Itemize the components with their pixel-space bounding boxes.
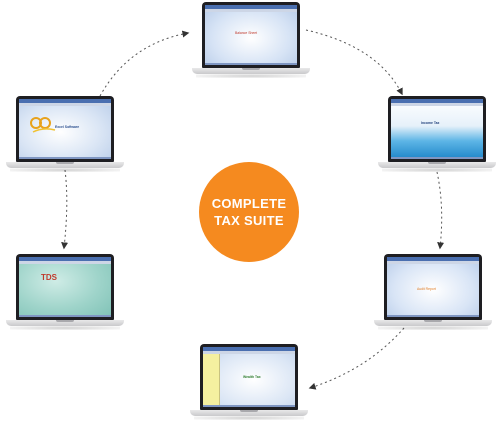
arrow-right-bottom-to-bottom <box>308 327 405 390</box>
laptop-left-top: Excel Software <box>6 96 124 174</box>
arrow-top-to-right-top <box>305 29 403 96</box>
arrow-left-top-to-top <box>99 30 190 97</box>
laptop-right-top: Income Tax <box>378 96 496 174</box>
laptop-right-bottom: Audit Report <box>374 254 492 332</box>
laptop-screen: Income Tax <box>391 99 483 159</box>
laptop-left-bottom: TDS <box>6 254 124 332</box>
laptop-bottom: Wealth Tax <box>190 344 308 422</box>
laptop-screen: Audit Report <box>387 257 479 317</box>
screen-label: Wealth Tax <box>243 375 261 379</box>
screen-sidebar <box>203 354 220 407</box>
laptop-screen: Excel Software <box>19 99 111 159</box>
screen-label: Income Tax <box>421 121 440 125</box>
app-logo-icon <box>30 117 56 133</box>
complete-tax-suite-badge: COMPLETE TAX SUITE <box>199 162 299 262</box>
laptop-screen: TDS <box>19 257 111 317</box>
laptop-screen: Balance Sheet <box>205 5 297 65</box>
screen-label: Audit Report <box>417 287 436 291</box>
laptop-top: Balance Sheet <box>192 2 310 80</box>
screen-label: Excel Software <box>55 125 80 129</box>
badge-line-1: COMPLETE <box>211 196 287 211</box>
badge-line-2: TAX SUITE <box>214 213 284 228</box>
screen-label: Balance Sheet <box>235 31 258 35</box>
arrow-left-top-to-left-bottom <box>61 169 69 250</box>
screen-label: TDS <box>41 273 57 282</box>
arrow-right-top-to-right-bottom <box>436 171 445 250</box>
laptop-screen: Wealth Tax <box>203 347 295 407</box>
